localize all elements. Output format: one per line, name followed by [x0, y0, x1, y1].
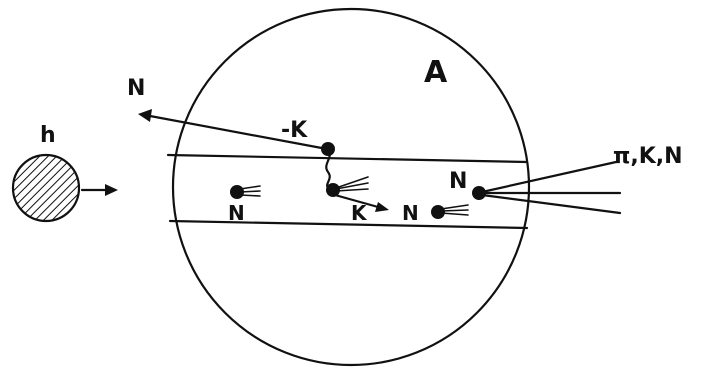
spray-left-2	[239, 190, 261, 193]
minus-k-label: -K	[281, 118, 308, 143]
hadron-arrowhead	[105, 184, 118, 196]
k-arrowhead	[375, 202, 389, 212]
tube-upper-line	[166, 153, 529, 164]
tube-nucleon-right-label: N	[402, 201, 419, 225]
spray-middle-3	[335, 188, 369, 192]
spray-middle-2	[335, 182, 369, 190]
k-track	[333, 193, 380, 209]
products-label: π,K,N	[613, 144, 683, 169]
vertex-middle-dot	[326, 183, 340, 197]
nucleus-circle	[171, 7, 531, 367]
spray-middle-1	[335, 176, 369, 189]
backward-nucleon-track	[148, 114, 329, 151]
exchange-wavy-line	[325, 147, 332, 192]
product-track-upper	[480, 160, 618, 194]
spray-right-2	[440, 209, 469, 212]
tube-nucleon-right-dot	[431, 205, 445, 219]
tube-nucleon-left-label: N	[228, 201, 245, 225]
hadron-label: h	[40, 123, 56, 148]
spray-left-3	[239, 194, 261, 197]
leading-nucleon-dot	[472, 186, 486, 200]
leading-nucleon-label: N	[449, 169, 467, 194]
tube-lower-line	[168, 219, 529, 230]
product-track-lower	[480, 193, 622, 215]
spray-right-3	[440, 212, 469, 216]
k-label: K	[351, 201, 368, 225]
backward-nucleon-label: N	[127, 76, 145, 101]
nucleus-label: A	[424, 55, 448, 90]
spray-right-1	[440, 204, 469, 210]
hadron-circle	[11, 153, 81, 223]
spray-left-1	[239, 185, 261, 190]
backward-nucleon-arrowhead	[138, 109, 152, 122]
